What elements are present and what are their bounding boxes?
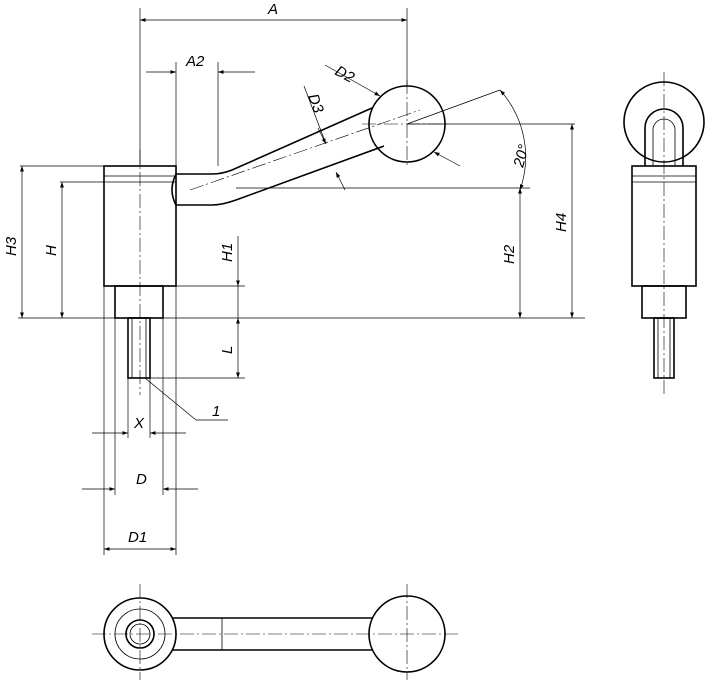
- callout-1-label: 1: [212, 403, 220, 420]
- dimension-h3-label: H3: [3, 236, 20, 256]
- dimension-d1-label: D1: [128, 529, 147, 546]
- threaded-stud: [127, 317, 151, 379]
- dimension-d-label: D: [136, 471, 147, 488]
- dimension-h-label: H: [43, 245, 60, 256]
- handle-arm-bottom: [176, 145, 385, 206]
- side-view: A A2 D2 D3 20° H3 H: [3, 1, 585, 555]
- handle-arm-top: [176, 107, 373, 175]
- dimension-x-label: X: [133, 415, 145, 432]
- angle-arc: [499, 89, 526, 191]
- dimension-a2-label: A2: [185, 53, 205, 70]
- dimension-h2-label: H2: [501, 244, 518, 264]
- angle-label: 20°: [510, 143, 533, 170]
- dimension-d3-label: D3: [304, 92, 327, 116]
- dimension-a-label: A: [267, 1, 278, 18]
- front-arm: [644, 108, 684, 166]
- front-view: [623, 72, 705, 395]
- dimension-d2-line: [324, 64, 381, 97]
- callout-leader: [144, 377, 197, 421]
- dimension-h1-label: H1: [219, 243, 236, 262]
- stud-collar: [114, 285, 164, 319]
- dimension-h4-label: H4: [553, 213, 570, 232]
- top-view: [92, 584, 460, 680]
- dimension-d2-label: D2: [332, 63, 357, 87]
- arm-centerline: [189, 109, 421, 191]
- dimension-l-label: L: [219, 346, 236, 354]
- dimension-d3-line: [317, 127, 327, 145]
